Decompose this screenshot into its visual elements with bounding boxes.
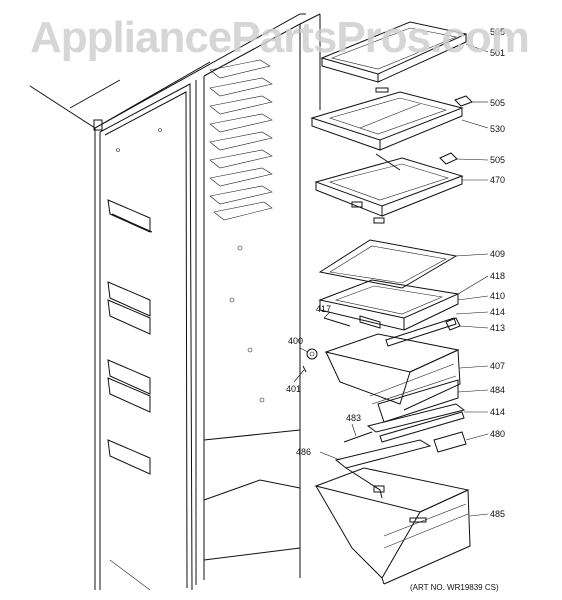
label-414-a: 414 [490, 307, 505, 317]
shelf-470 [314, 157, 464, 224]
meat-pan-407 [324, 333, 461, 411]
label-400: 400 [288, 336, 303, 346]
label-505-a: 505 [490, 98, 505, 108]
shelf-clip-505-mid [439, 152, 458, 165]
label-417: 417 [316, 304, 331, 314]
label-407: 407 [490, 361, 505, 371]
rail-414-lower [366, 403, 466, 443]
part-labels: 505 501 505 530 505 470 409 418 410 417 … [286, 27, 505, 519]
slide-486 [334, 439, 432, 499]
label-530: 530 [490, 124, 505, 134]
rod-483 [343, 431, 373, 443]
drawer-rail-484 [377, 379, 459, 423]
label-414-b: 414 [490, 407, 505, 417]
label-505-b: 505 [490, 155, 505, 165]
label-410: 410 [490, 291, 505, 301]
knob-400 [306, 348, 318, 360]
glass-cover-409 [318, 239, 458, 289]
watermark: AppliancePartsPros.com [30, 13, 529, 62]
screw-401 [302, 365, 307, 373]
label-418: 418 [490, 271, 505, 281]
rod-417 [323, 317, 351, 327]
crisper-drawer-485 [314, 467, 471, 585]
label-484: 484 [490, 385, 505, 395]
slide-bracket-480 [433, 431, 467, 453]
art-number: (ART NO. WR19839 CS) [410, 583, 499, 592]
liner-shelf-rails [209, 59, 273, 221]
shelf-frame-530 [310, 91, 464, 171]
label-501: 501 [490, 48, 505, 58]
label-470: 470 [490, 175, 505, 185]
door-bins [107, 199, 153, 475]
label-505-top-cut: 505 [490, 27, 505, 37]
cabinet-door-drawing [29, 13, 321, 591]
label-485: 485 [490, 509, 505, 519]
leader-lines [293, 43, 489, 517]
label-401: 401 [286, 384, 301, 394]
label-480: 480 [490, 429, 505, 439]
shelf-clip-505-top [454, 95, 473, 107]
label-483: 483 [346, 413, 361, 423]
label-486: 486 [296, 447, 311, 457]
label-413: 413 [490, 323, 505, 333]
glass-shelf-501 [320, 21, 468, 93]
label-409: 409 [490, 249, 505, 259]
